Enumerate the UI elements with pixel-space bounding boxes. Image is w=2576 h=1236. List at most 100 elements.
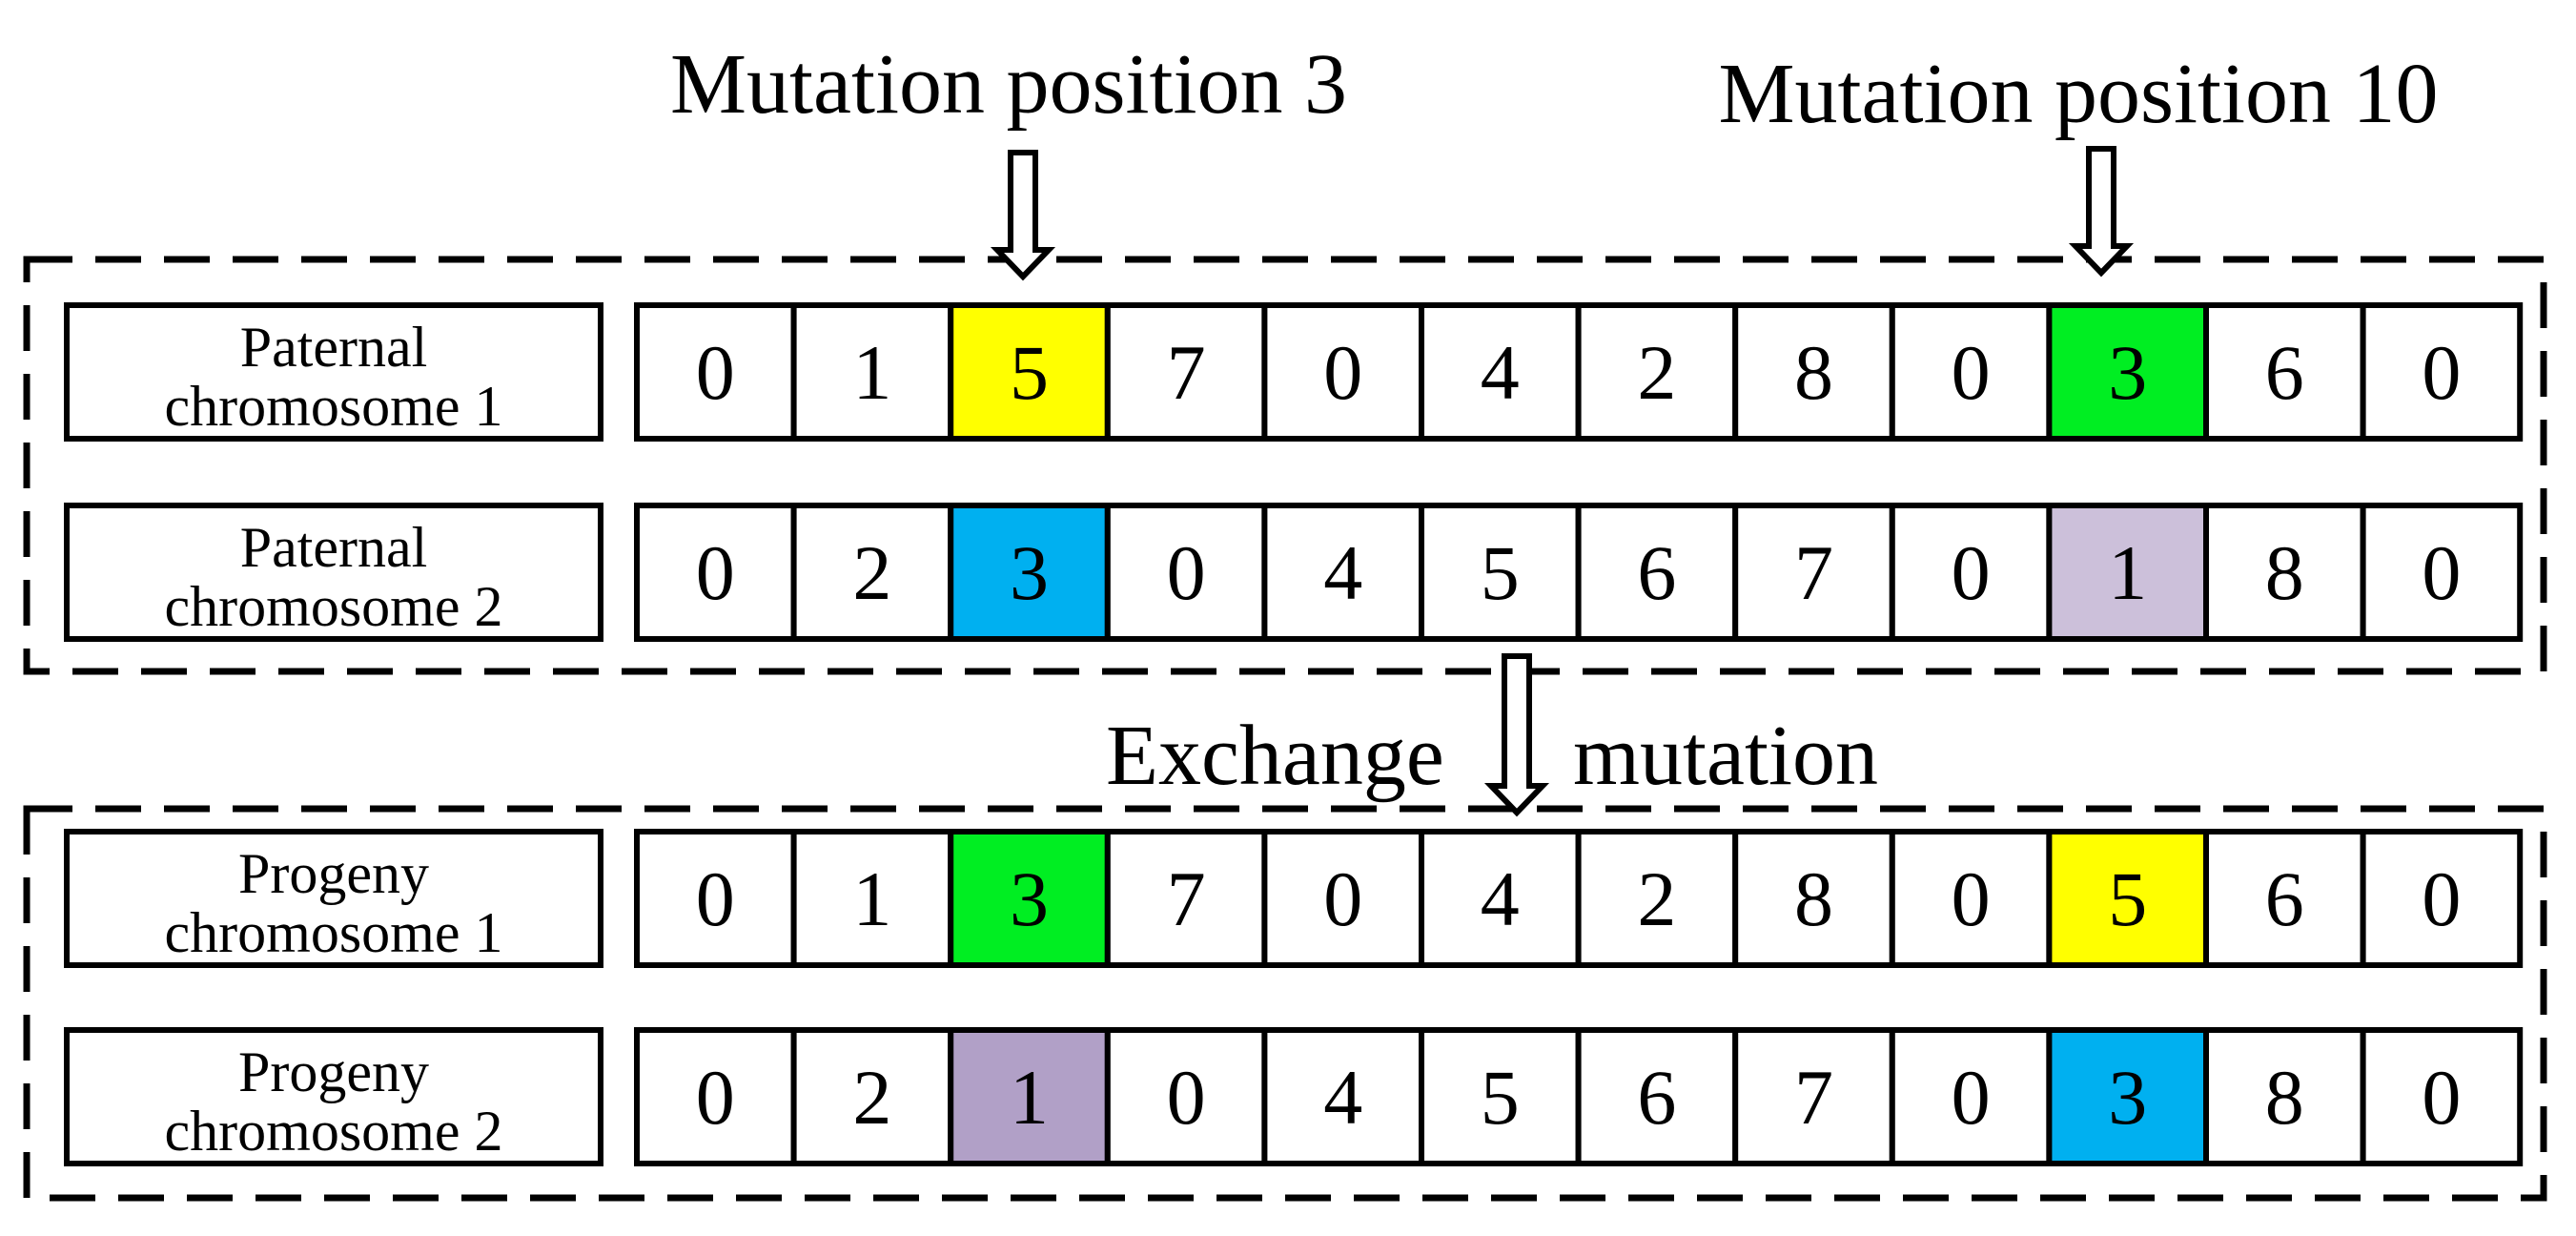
progeny-row-1-gene-cell-8 — [1732, 829, 1895, 968]
parental-row-1-gene-cell-11 — [2203, 302, 2366, 442]
progeny-row-1-gene-cell-9 — [1889, 829, 2053, 968]
parental-row-1-label-line1: Paternal — [240, 316, 428, 379]
progeny-row-1-gene-value-10: 5 — [2108, 855, 2147, 942]
progeny-row-2-gene-cell-8 — [1732, 1027, 1895, 1166]
progeny-row-2-gene-cell-10 — [2046, 1027, 2209, 1166]
progeny-row-1-gene-value-2: 1 — [852, 855, 891, 942]
mutation-position-3-caption: Mutation position 3 — [670, 37, 1347, 132]
progeny-row-1-gene-value-12: 0 — [2422, 855, 2461, 942]
progeny-row-1-gene-cell-12 — [2360, 829, 2524, 968]
progeny-group-frame — [23, 805, 2547, 1202]
progeny-row-2-label-line2: chromosome 2 — [165, 1100, 503, 1163]
parental-row-1-gene-value-1: 0 — [696, 329, 735, 416]
parental-row-2-gene-value-3: 3 — [1010, 529, 1049, 616]
parental-row-2-gene-value-9: 0 — [1952, 529, 1991, 616]
parental-row-2-gene-cell-11 — [2203, 503, 2366, 642]
parental-row-2-gene-value-1: 0 — [696, 529, 735, 616]
parental-row-2-gene-value-12: 0 — [2422, 529, 2461, 616]
progeny-row-2-label-line1: Progeny — [238, 1040, 429, 1103]
progeny-row-1-gene-cell-3 — [948, 829, 1111, 968]
progeny-row-2-gene-value-8: 7 — [1794, 1054, 1833, 1141]
exchange-label: Exchange — [1106, 709, 1444, 803]
parental-row-1-gene-value-4: 7 — [1167, 329, 1206, 416]
parental-row-1-gene-cell-6 — [1419, 302, 1582, 442]
mutation-position-10-arrow-icon — [2068, 146, 2135, 278]
parental-row-2-label-line2: chromosome 2 — [165, 575, 503, 638]
parental-row-2-label-line1: Paternal — [240, 516, 428, 579]
parental-row-1-gene-value-9: 0 — [1952, 329, 1991, 416]
progeny-row-1-gene-value-5: 0 — [1323, 855, 1362, 942]
parental-row-2-gene-cell-4 — [1104, 503, 1268, 642]
parental-row-1-gene-cell-4 — [1104, 302, 1268, 442]
progeny-row-2-gene-cell-6 — [1419, 1027, 1582, 1166]
parental-row-1-gene-cell-9 — [1889, 302, 2053, 442]
progeny-row-1-gene-value-3: 3 — [1010, 855, 1049, 942]
parental-row-2-gene-value-10: 1 — [2108, 529, 2147, 616]
progeny-row-2-gene-value-6: 5 — [1481, 1054, 1520, 1141]
parental-row-1-gene-value-2: 1 — [852, 329, 891, 416]
parental-row-2-gene-value-7: 6 — [1637, 529, 1676, 616]
progeny-row-2-gene-value-10: 3 — [2108, 1054, 2147, 1141]
progeny-row-1-gene-value-4: 7 — [1167, 855, 1206, 942]
progeny-row-1-gene-value-8: 8 — [1794, 855, 1833, 942]
progeny-row-2-gene-value-1: 0 — [696, 1054, 735, 1141]
parental-row-1-gene-cell-5 — [1261, 302, 1425, 442]
parental-row-2-gene-cell-12 — [2360, 503, 2524, 642]
progeny-row-1-gene-value-9: 0 — [1952, 855, 1991, 942]
progeny-row-2-label-box — [64, 1027, 603, 1166]
progeny-row-2-gene-cell-4 — [1104, 1027, 1268, 1166]
parental-row-2-gene-value-11: 8 — [2265, 529, 2304, 616]
progeny-row-2-gene-value-5: 4 — [1323, 1054, 1362, 1141]
progeny-row-1-gene-cell-1 — [634, 829, 797, 968]
progeny-row-1-gene-value-6: 4 — [1481, 855, 1520, 942]
progeny-row-1-gene-cell-7 — [1575, 829, 1739, 968]
parental-row-1-label-line2: chromosome 1 — [165, 375, 503, 438]
parental-row-2-gene-cell-2 — [790, 503, 954, 642]
progeny-row-2-gene-cell-9 — [1889, 1027, 2053, 1166]
progeny-row-2-gene-value-2: 2 — [852, 1054, 891, 1141]
parental-row-1-gene-value-10: 3 — [2108, 329, 2147, 416]
parental-group-frame — [23, 256, 2547, 675]
parental-row-1-gene-value-8: 8 — [1794, 329, 1833, 416]
parental-row-1-gene-cell-1 — [634, 302, 797, 442]
parental-row-2-gene-cell-8 — [1732, 503, 1895, 642]
parental-row-2-gene-cell-10 — [2046, 503, 2209, 642]
progeny-row-2-gene-value-11: 8 — [2265, 1054, 2304, 1141]
parental-row-2-gene-value-8: 7 — [1794, 529, 1833, 616]
parental-row-1-gene-value-5: 0 — [1323, 329, 1362, 416]
parental-row-1-gene-value-3: 5 — [1010, 329, 1049, 416]
parental-row-1-gene-cell-8 — [1732, 302, 1895, 442]
parental-row-1-gene-value-6: 4 — [1481, 329, 1520, 416]
parental-row-2-gene-cell-6 — [1419, 503, 1582, 642]
progeny-row-1-gene-value-7: 2 — [1637, 855, 1676, 942]
progeny-row-2-gene-cell-5 — [1261, 1027, 1425, 1166]
progeny-row-1-label-line2: chromosome 1 — [165, 901, 503, 964]
progeny-row-1-gene-cell-11 — [2203, 829, 2366, 968]
progeny-row-2-gene-cell-11 — [2203, 1027, 2366, 1166]
parental-row-2-gene-value-4: 0 — [1167, 529, 1206, 616]
parental-row-1-gene-cell-12 — [2360, 302, 2524, 442]
progeny-row-1-gene-cell-2 — [790, 829, 954, 968]
progeny-row-1-gene-cell-10 — [2046, 829, 2209, 968]
parental-row-1-gene-value-7: 2 — [1637, 329, 1676, 416]
parental-row-1-gene-value-12: 0 — [2422, 329, 2461, 416]
parental-row-1-gene-cell-2 — [790, 302, 954, 442]
progeny-row-1-gene-cell-6 — [1419, 829, 1582, 968]
progeny-row-1-label-line1: Progeny — [238, 842, 429, 905]
mutation-position-10-caption: Mutation position 10 — [1718, 47, 2438, 141]
progeny-row-2-gene-cell-2 — [790, 1027, 954, 1166]
progeny-row-2-gene-value-7: 6 — [1637, 1054, 1676, 1141]
progeny-row-2-gene-cell-1 — [634, 1027, 797, 1166]
mutation-position-3-arrow-icon — [990, 150, 1056, 281]
progeny-row-2-gene-cell-12 — [2360, 1027, 2524, 1166]
progeny-row-2-gene-value-12: 0 — [2422, 1054, 2461, 1141]
parental-row-1-gene-value-11: 6 — [2265, 329, 2304, 416]
progeny-row-2-gene-value-4: 0 — [1167, 1054, 1206, 1141]
parental-row-2-gene-value-6: 5 — [1481, 529, 1520, 616]
